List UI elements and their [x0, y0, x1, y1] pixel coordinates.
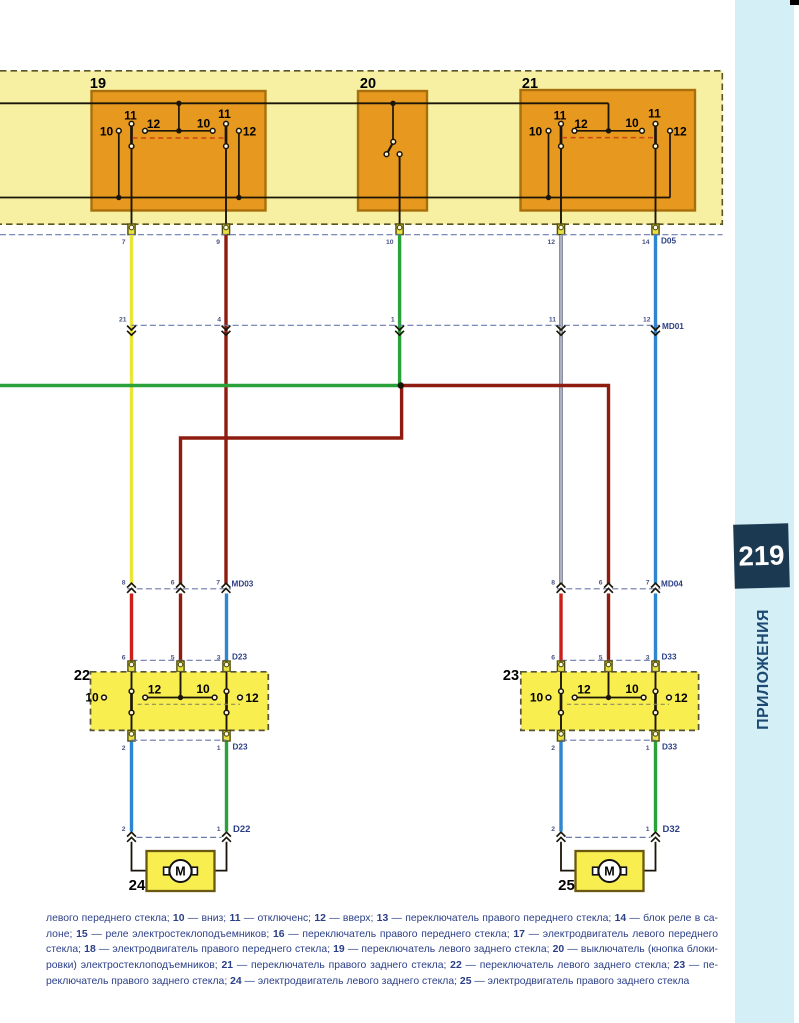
svg-text:24: 24 [129, 877, 146, 894]
svg-text:10: 10 [85, 691, 99, 705]
svg-text:10: 10 [196, 682, 210, 696]
svg-text:21: 21 [522, 76, 538, 92]
svg-text:2: 2 [122, 826, 126, 833]
svg-text:D33: D33 [662, 652, 677, 661]
svg-text:12: 12 [243, 124, 257, 138]
svg-text:MD01: MD01 [662, 322, 684, 331]
svg-text:11: 11 [124, 109, 137, 123]
svg-text:D23: D23 [233, 743, 248, 752]
svg-text:11: 11 [218, 107, 231, 121]
svg-text:11: 11 [554, 109, 567, 123]
svg-text:1: 1 [217, 745, 221, 752]
svg-text:6: 6 [551, 654, 555, 661]
svg-text:D05: D05 [661, 237, 676, 246]
svg-text:12: 12 [674, 691, 688, 705]
svg-text:D33: D33 [662, 743, 677, 752]
svg-text:10: 10 [625, 116, 639, 130]
svg-text:D22: D22 [233, 824, 250, 835]
svg-text:M: M [604, 864, 614, 878]
svg-text:11: 11 [549, 317, 556, 324]
svg-text:2: 2 [551, 745, 555, 752]
svg-text:11: 11 [648, 107, 661, 121]
svg-text:3: 3 [217, 654, 221, 661]
svg-text:1: 1 [646, 745, 650, 752]
svg-text:10: 10 [529, 124, 543, 138]
svg-text:8: 8 [551, 580, 555, 587]
svg-text:19: 19 [90, 76, 106, 92]
svg-text:MD04: MD04 [661, 580, 683, 589]
svg-text:12: 12 [577, 682, 591, 696]
svg-text:12: 12 [547, 239, 555, 246]
svg-text:12: 12 [147, 117, 161, 131]
svg-text:12: 12 [245, 691, 259, 705]
svg-text:10: 10 [197, 116, 211, 130]
svg-text:12: 12 [148, 682, 162, 696]
svg-text:10: 10 [386, 239, 394, 246]
svg-text:1: 1 [391, 317, 395, 324]
svg-text:4: 4 [217, 317, 221, 324]
svg-text:D23: D23 [232, 652, 247, 661]
svg-text:7: 7 [122, 239, 126, 246]
svg-text:2: 2 [122, 745, 126, 752]
svg-text:23: 23 [503, 668, 519, 684]
svg-text:2: 2 [551, 826, 555, 833]
svg-text:D32: D32 [663, 824, 680, 835]
svg-text:6: 6 [599, 580, 603, 587]
svg-text:10: 10 [530, 691, 544, 705]
svg-text:20: 20 [360, 76, 376, 92]
svg-text:9: 9 [216, 239, 220, 246]
svg-text:7: 7 [216, 580, 220, 587]
svg-text:25: 25 [558, 877, 575, 894]
svg-text:6: 6 [171, 580, 175, 587]
svg-text:M: M [175, 864, 185, 878]
svg-text:14: 14 [642, 239, 650, 246]
svg-text:7: 7 [646, 580, 650, 587]
svg-text:8: 8 [122, 580, 126, 587]
svg-text:12: 12 [643, 317, 651, 324]
svg-text:5: 5 [599, 654, 603, 661]
svg-text:5: 5 [171, 654, 175, 661]
svg-text:MD03: MD03 [232, 580, 254, 589]
svg-text:6: 6 [122, 654, 126, 661]
svg-text:12: 12 [673, 124, 687, 138]
svg-text:10: 10 [625, 682, 639, 696]
svg-text:21: 21 [119, 317, 127, 324]
svg-text:1: 1 [646, 826, 650, 833]
svg-text:1: 1 [217, 826, 221, 833]
svg-text:12: 12 [574, 117, 588, 131]
svg-text:10: 10 [100, 124, 114, 138]
svg-text:22: 22 [74, 668, 90, 684]
svg-text:3: 3 [646, 654, 650, 661]
